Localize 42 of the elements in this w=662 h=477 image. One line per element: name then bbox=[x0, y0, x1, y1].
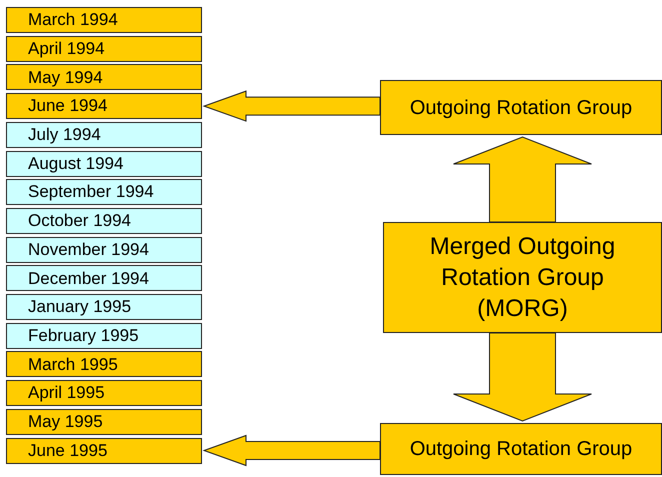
block-arrow bbox=[453, 332, 592, 422]
node-label: May 1995 bbox=[28, 411, 103, 434]
month-box bbox=[6, 208, 202, 234]
month-box bbox=[6, 64, 202, 90]
block-arrow bbox=[202, 434, 380, 466]
node-label: August 1994 bbox=[28, 152, 124, 175]
month-box bbox=[6, 351, 202, 378]
month-box bbox=[6, 438, 202, 464]
month-box bbox=[6, 122, 202, 148]
node-label: February 1995 bbox=[28, 324, 139, 347]
month-box bbox=[6, 150, 202, 176]
node-label: December 1994 bbox=[28, 268, 149, 290]
node-label: April 1995 bbox=[28, 382, 105, 404]
node-label: April 1994 bbox=[28, 38, 105, 60]
month-box bbox=[6, 179, 202, 206]
block-arrow bbox=[453, 136, 592, 222]
month-box bbox=[6, 93, 202, 120]
node-label: March 1995 bbox=[28, 354, 118, 376]
node-label: May 1994 bbox=[28, 66, 103, 89]
month-box bbox=[6, 7, 202, 33]
node-label: October 1994 bbox=[28, 210, 132, 232]
group-box bbox=[380, 423, 662, 475]
node-label: March 1994 bbox=[28, 9, 118, 32]
merged-group-box bbox=[383, 222, 662, 333]
month-box bbox=[6, 380, 202, 406]
month-box bbox=[6, 294, 202, 320]
node-label: January 1995 bbox=[28, 296, 132, 318]
month-box bbox=[6, 408, 202, 435]
month-box bbox=[6, 265, 202, 292]
node-label: June 1995 bbox=[28, 440, 108, 462]
node-label: Merged Outgoing Rotation Group (MORG) bbox=[428, 232, 616, 324]
node-label: Outgoing Rotation Group bbox=[410, 437, 632, 462]
node-label: July 1994 bbox=[28, 124, 101, 146]
month-box bbox=[6, 36, 202, 62]
block-arrow bbox=[202, 90, 380, 122]
month-box bbox=[6, 236, 202, 263]
group-box bbox=[380, 80, 662, 135]
node-label: June 1994 bbox=[28, 95, 108, 118]
node-label: Outgoing Rotation Group bbox=[410, 96, 632, 120]
month-box bbox=[6, 322, 202, 349]
node-label: September 1994 bbox=[28, 181, 154, 204]
node-label: November 1994 bbox=[28, 238, 149, 261]
